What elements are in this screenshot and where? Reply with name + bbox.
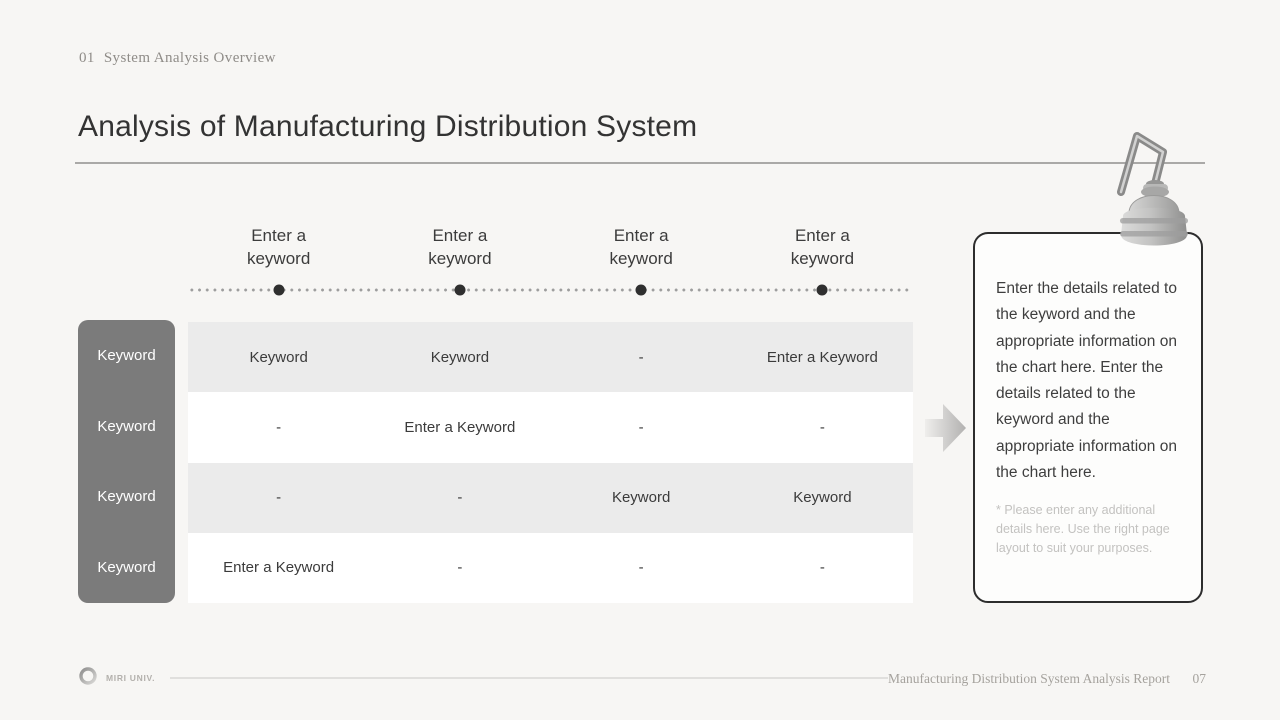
matrix-cell: -: [276, 489, 282, 507]
row-header-label: Keyword: [97, 417, 156, 435]
table-row: - - Keyword Keyword: [188, 462, 913, 533]
matrix-row-headers: Keyword Keyword Keyword Keyword: [78, 320, 175, 603]
matrix-cell: -: [457, 559, 463, 577]
callout-panel: Enter the details related to the keyword…: [973, 232, 1203, 603]
column-marker-dot: [816, 284, 828, 296]
column-marker-dot: [635, 284, 647, 296]
column-header-label: Enter a keyword: [246, 226, 311, 268]
column-marker-dot: [454, 284, 466, 296]
column-header: Enter a keyword: [369, 224, 550, 270]
matrix-cell: Keyword: [430, 348, 490, 366]
arrow-right-icon: [925, 404, 966, 452]
matrix-grid: Keyword Keyword - Enter a Keyword - Ente…: [188, 322, 913, 603]
table-row: - Enter a Keyword - -: [188, 392, 913, 462]
page-title: Analysis of Manufacturing Distribution S…: [78, 110, 698, 143]
matrix-cell: -: [276, 418, 282, 436]
column-header-label: Enter a keyword: [609, 226, 673, 268]
footer-divider: [170, 677, 888, 679]
callout-note-text: * Please enter any additional details he…: [996, 503, 1170, 556]
matrix-cell: -: [457, 489, 463, 507]
matrix-cell: Enter a Keyword: [223, 559, 335, 577]
table-row: Enter a Keyword - - -: [188, 533, 913, 603]
matrix-cell: -: [638, 348, 644, 366]
footer-report-title: Manufacturing Distribution System Analys…: [888, 671, 1170, 686]
matrix-cell: Keyword: [249, 348, 308, 366]
matrix-cell: -: [638, 418, 644, 436]
brand-name: MIRI UNIV.: [106, 673, 156, 683]
row-header-label: Keyword: [97, 559, 156, 577]
matrix-column-headers: Enter a keyword Enter a keyword Enter a …: [188, 224, 913, 270]
matrix-cell: Enter a Keyword: [766, 348, 878, 366]
matrix-cell: -: [819, 418, 825, 436]
column-header-label: Enter a keyword: [428, 226, 492, 268]
column-header-label: Enter a keyword: [790, 226, 855, 268]
table-row: Keyword Keyword - Enter a Keyword: [188, 322, 913, 393]
column-header: Enter a keyword: [732, 224, 913, 270]
dotted-axis: [188, 284, 913, 296]
matrix-cell: Enter a Keyword: [404, 418, 516, 436]
dotted-line: [188, 288, 913, 292]
footer-page-number: 07: [1192, 671, 1207, 686]
ring-logo-icon: [79, 667, 97, 685]
matrix-cell: Keyword: [793, 489, 852, 507]
matrix-cell: -: [638, 559, 644, 577]
row-header-label: Keyword: [97, 346, 156, 364]
milk-can-icon: [1117, 132, 1188, 246]
section-title: System Analysis Overview: [103, 50, 276, 66]
title-divider: [75, 162, 1205, 164]
row-header-label: Keyword: [97, 488, 156, 506]
column-marker-dot: [273, 284, 285, 296]
matrix-cell: Keyword: [611, 489, 671, 507]
column-header: Enter a keyword: [551, 224, 732, 270]
section-eyebrow: 01 System Analysis Overview: [79, 50, 276, 67]
matrix-cell: -: [819, 559, 825, 577]
callout-body-text: Enter the details related to the keyword…: [996, 280, 1177, 482]
column-header: Enter a keyword: [188, 224, 369, 270]
section-number: 01: [79, 50, 95, 66]
